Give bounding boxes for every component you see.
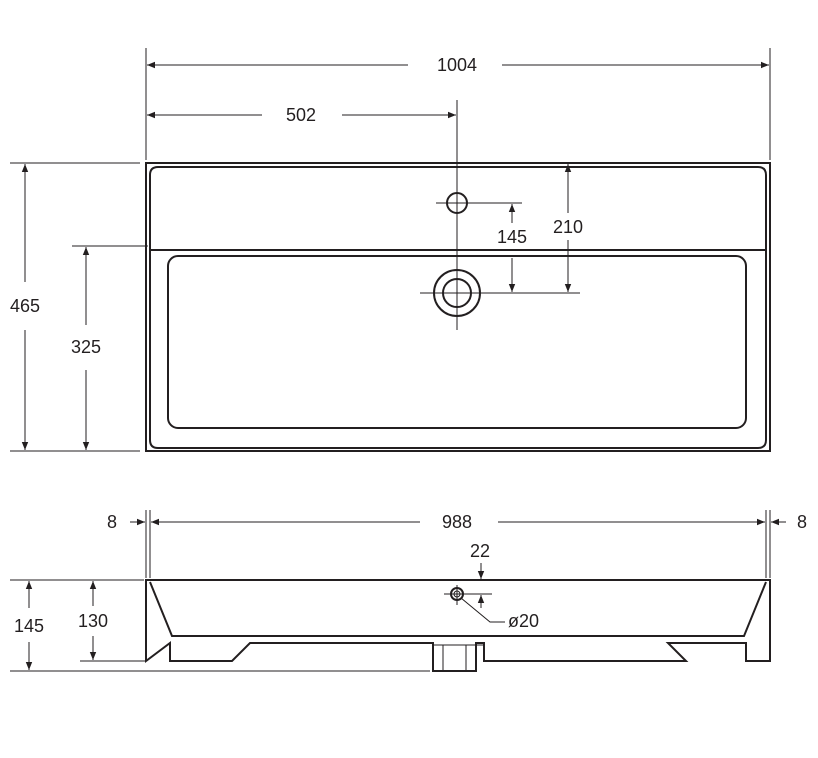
dim-overflow-offset: 22 — [470, 541, 490, 561]
dim-overall-width: 1004 — [437, 55, 477, 75]
overflow-diameter-leader — [460, 597, 505, 623]
dim-inner-width: 988 — [442, 512, 472, 532]
top-view: 1004 502 465 325 145 210 — [10, 48, 771, 452]
dim-faucet-to-drain: 145 — [497, 227, 527, 247]
basin-profile — [145, 579, 771, 672]
dim-overflow-diameter: ø20 — [508, 611, 539, 631]
dim-edge-to-drain: 210 — [553, 217, 583, 237]
basin-outer-outline — [145, 162, 771, 452]
dim-center-offset: 502 — [286, 105, 316, 125]
dim-bowl-depth: 325 — [71, 337, 101, 357]
bowl-inner-profile — [149, 581, 767, 637]
dim-overall-depth: 465 — [10, 296, 40, 316]
dim-right-wall: 8 — [797, 512, 807, 532]
dim-overall-height: 145 — [14, 616, 44, 636]
dim-left-wall: 8 — [107, 512, 117, 532]
dim-inner-height: 130 — [78, 611, 108, 631]
side-view: 8 988 8 22 ø20 145 130 — [10, 510, 807, 672]
